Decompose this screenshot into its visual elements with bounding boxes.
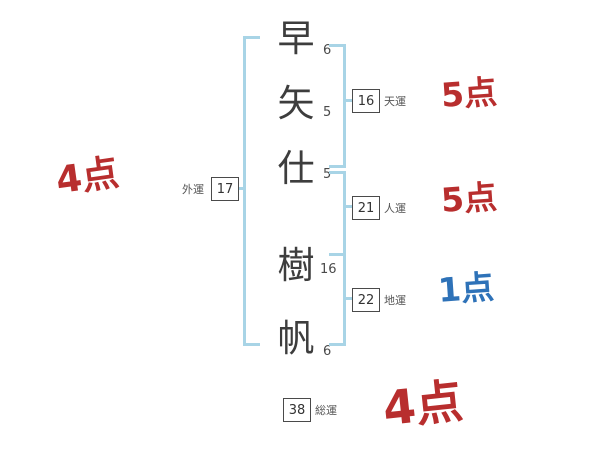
outer-luck-value-box: 17 [211, 177, 239, 201]
heaven-luck-score: 5点 [439, 72, 499, 115]
left-bracket-bottom-tick [243, 343, 260, 346]
right-bracket-top-bottom-tick [329, 165, 343, 168]
earth-luck-score: 1点 [436, 267, 496, 310]
right-bracket-lower-top-tick [329, 171, 343, 174]
heaven-luck-value-box: 16 [352, 89, 380, 113]
right-bracket-top-connector [346, 99, 352, 102]
total-luck-score: 4点 [380, 373, 466, 438]
name-char-5: 帆 [277, 317, 315, 360]
name-char-3: 仕 [277, 147, 315, 190]
name-char-4: 樹 [277, 244, 315, 287]
earth-luck-value-box: 22 [352, 288, 380, 312]
stroke-count-5: 6 [323, 344, 332, 359]
stroke-count-4: 16 [320, 262, 337, 277]
stroke-count-1: 6 [323, 43, 332, 58]
name-char-2: 矢 [277, 82, 315, 125]
person-luck-connector [346, 205, 352, 208]
total-luck-value-box: 38 [283, 398, 311, 422]
right-bracket-lower-bottom-tick [329, 343, 343, 346]
earth-luck-connector [346, 297, 352, 300]
stroke-count-3: 5 [323, 167, 332, 182]
outer-luck-score: 4点 [53, 150, 122, 203]
right-bracket-lower-middle-tick [329, 253, 343, 256]
name-char-1: 早 [277, 17, 315, 60]
stroke-count-2: 5 [323, 105, 332, 120]
left-bracket-top-tick [243, 36, 260, 39]
right-bracket-top-vertical-line [343, 44, 346, 168]
total-luck-label: 総運 [315, 404, 337, 417]
earth-luck-label: 地運 [384, 294, 406, 307]
right-bracket-top-tick [329, 44, 343, 47]
person-luck-label: 人運 [384, 202, 406, 215]
left-bracket-vertical-line [243, 36, 246, 346]
right-bracket-lower-vertical-line [343, 171, 346, 346]
heaven-luck-label: 天運 [384, 95, 406, 108]
person-luck-value-box: 21 [352, 196, 380, 220]
person-luck-score: 5点 [439, 177, 499, 220]
outer-luck-label: 外運 [182, 183, 204, 196]
